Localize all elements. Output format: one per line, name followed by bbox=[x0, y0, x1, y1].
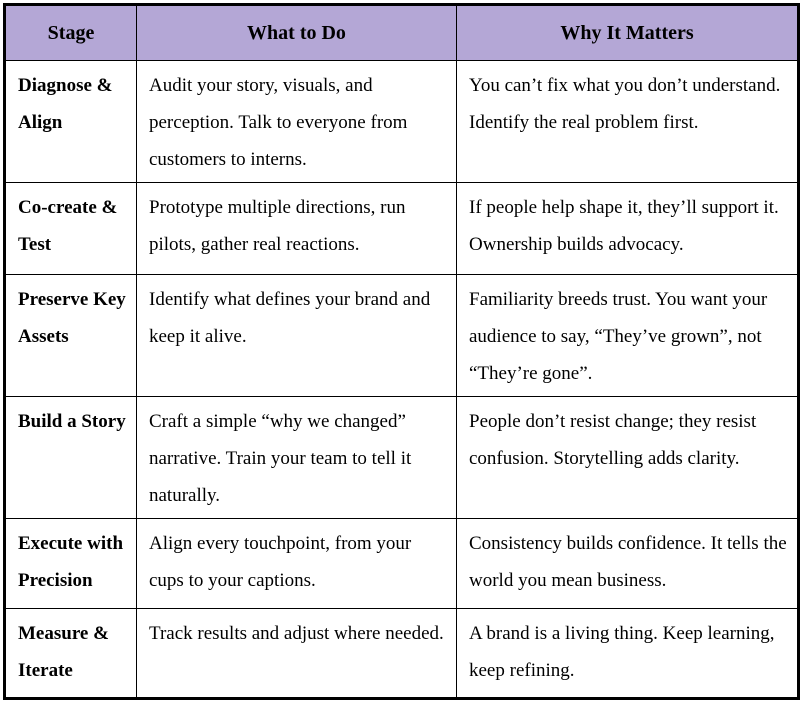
why-cell: If people help shape it, they’ll support… bbox=[456, 182, 799, 275]
why-cell: A brand is a living thing. Keep learning… bbox=[456, 608, 799, 699]
why-cell: Consistency builds confidence. It tells … bbox=[456, 518, 799, 609]
table-row-co-create-test: Co-create & Test Prototype multiple dire… bbox=[4, 182, 799, 275]
table-row-measure-iterate: Measure & Iterate Track results and adju… bbox=[4, 608, 799, 699]
what-cell: Prototype multiple directions, run pilot… bbox=[136, 182, 457, 275]
column-header-stage: Stage bbox=[4, 4, 137, 61]
stage-cell: Execute with Precision bbox=[4, 518, 137, 609]
stage-cell: Diagnose & Align bbox=[4, 60, 137, 183]
stage-cell: Co-create & Test bbox=[4, 182, 137, 275]
stage-cell: Build a Story bbox=[4, 396, 137, 519]
stage-cell: Measure & Iterate bbox=[4, 608, 137, 699]
what-cell: Craft a simple “why we changed” narrativ… bbox=[136, 396, 457, 519]
what-cell: Identify what defines your brand and kee… bbox=[136, 274, 457, 397]
why-cell: You can’t fix what you don’t understand.… bbox=[456, 60, 799, 183]
what-cell: Align every touchpoint, from your cups t… bbox=[136, 518, 457, 609]
why-cell: People don’t resist change; they resist … bbox=[456, 396, 799, 519]
column-header-what-to-do: What to Do bbox=[136, 4, 457, 61]
why-cell: Familiarity breeds trust. You want your … bbox=[456, 274, 799, 397]
column-header-why-it-matters: Why It Matters bbox=[456, 4, 799, 61]
stage-table: Stage What to Do Why It Matters Diagnose… bbox=[3, 3, 800, 700]
stage-cell: Preserve Key Assets bbox=[4, 274, 137, 397]
what-cell: Audit your story, visuals, and perceptio… bbox=[136, 60, 457, 183]
table-row-preserve-key-assets: Preserve Key Assets Identify what define… bbox=[4, 274, 799, 397]
table-row-diagnose-align: Diagnose & Align Audit your story, visua… bbox=[4, 60, 799, 183]
table-row-build-a-story: Build a Story Craft a simple “why we cha… bbox=[4, 396, 799, 519]
header-row: Stage What to Do Why It Matters bbox=[4, 4, 799, 61]
what-cell: Track results and adjust where needed. bbox=[136, 608, 457, 699]
table-row-execute-with-precision: Execute with Precision Align every touch… bbox=[4, 518, 799, 609]
